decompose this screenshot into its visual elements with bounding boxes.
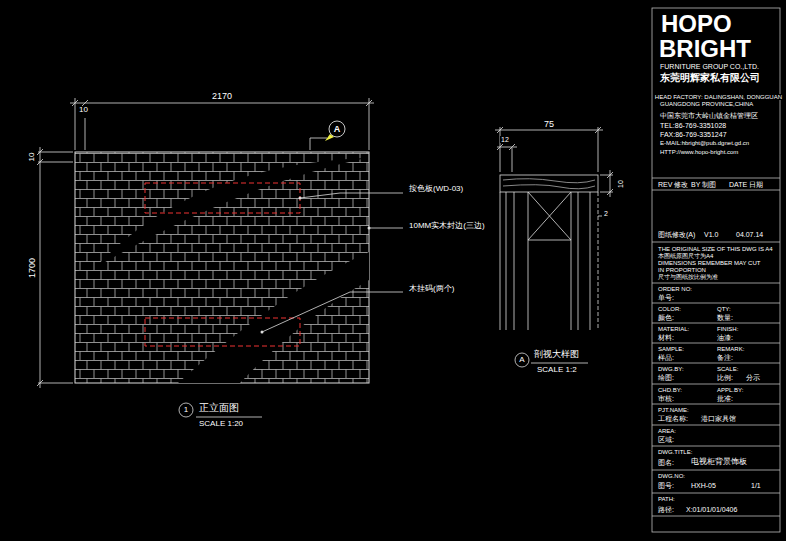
- view-scale: SCALE 1:2: [536, 366, 578, 374]
- field-label: 图号:: [657, 482, 675, 489]
- note: DIMENSIONS REMEMBER MAY CUT: [657, 260, 761, 266]
- dimension: 12: [500, 136, 510, 143]
- field-label: 材料:: [657, 334, 675, 341]
- contact: FAX:86-769-3351247: [659, 131, 728, 138]
- contact: HTTP://www.hopo-bright.com: [659, 149, 739, 155]
- field-label: 图名:: [657, 459, 675, 466]
- note: 本图纸原图尺寸为A4: [657, 253, 714, 259]
- dimension: 1700: [28, 257, 37, 279]
- section-detail: [495, 127, 613, 330]
- view-number: 1: [183, 406, 189, 414]
- note: THE ORIGINAL SIZE OF THIS DWG IS A4: [657, 246, 774, 252]
- leader-lines: [262, 193, 403, 332]
- field-label: 批准:: [716, 395, 734, 402]
- note: IN PROPORTION: [657, 267, 707, 273]
- revision-cell: 04.07.14: [735, 231, 764, 238]
- field-label: ORDER NO:: [657, 286, 693, 292]
- field-label: 区域:: [657, 436, 675, 443]
- part-label: 按色板(WD-03): [408, 185, 464, 193]
- field-value: 1/1: [750, 482, 762, 489]
- dimension: 2: [603, 210, 609, 217]
- note: 尺寸与图纸按比例为准: [657, 274, 719, 280]
- field-label: COLOR:: [657, 306, 682, 312]
- view-title: 剖视大样图: [533, 350, 580, 359]
- field-label: PJT.NAME:: [657, 407, 690, 413]
- table-header: REV 修改: [657, 181, 689, 188]
- front-elevation: [75, 152, 369, 383]
- field-label: 数量:: [716, 314, 734, 321]
- field-label: APPL.BY:: [716, 387, 744, 393]
- field-label: 工程名称:: [657, 415, 689, 422]
- company-logo: BRIGHT: [658, 37, 752, 61]
- field-label: 样品:: [657, 354, 675, 361]
- field-label: SAMPLE:: [657, 346, 685, 352]
- leader-dots: [261, 197, 371, 334]
- address: GUANGDONG PROVINCE,CHINA: [659, 101, 754, 107]
- field-label: AREA:: [657, 428, 677, 434]
- revision-cell: V1.0: [703, 231, 719, 238]
- table-header: DATE 日期: [728, 181, 764, 188]
- dimension: 10: [78, 106, 89, 114]
- revision-cell: 图纸修改(A): [657, 231, 696, 238]
- field-value: X:01/01/01/0406: [685, 506, 738, 513]
- field-label: FINISH:: [716, 326, 739, 332]
- field-label: REMARK:: [716, 346, 745, 352]
- field-value: 电视柜背景饰板: [690, 458, 748, 466]
- field-value: HXH-05: [690, 482, 717, 489]
- field-label: DWG.NO:: [657, 473, 686, 479]
- company-name: FURNITURE GROUP CO.,LTD.: [659, 63, 760, 70]
- table-header: BY 制图: [690, 181, 717, 188]
- field-label: 审核:: [657, 395, 675, 402]
- field-value: 分示: [745, 374, 761, 381]
- field-label: PATH:: [657, 496, 676, 502]
- callout-letter: A: [518, 356, 525, 364]
- view-scale: SCALE 1:20: [198, 420, 244, 428]
- field-label: 单号:: [657, 294, 675, 301]
- field-label: DWG.BY:: [657, 366, 685, 372]
- field-label: MATERIAL:: [657, 326, 690, 332]
- company-logo: HOPO: [660, 12, 733, 36]
- view-title-symbol: [179, 353, 588, 417]
- address: HEAD FACTORY: DALINGSHAN, DONGGUAN: [654, 94, 783, 100]
- address: 中国东莞市大岭山镇金桔管理区: [659, 112, 759, 119]
- dimension: 2170: [211, 92, 233, 101]
- section-callout: [310, 121, 345, 150]
- dimension: 75: [543, 120, 555, 129]
- dimension: 10: [617, 179, 624, 189]
- part-label: 木挂码(两个): [408, 285, 455, 293]
- field-label: SCALE:: [716, 366, 739, 372]
- field-label: CHD.BY:: [657, 387, 683, 393]
- part-label: 10MM实木封边(三边): [408, 222, 486, 230]
- field-label: 绘图:: [657, 374, 675, 381]
- field-label: 路径:: [657, 506, 675, 513]
- view-title: 正立面图: [198, 403, 240, 413]
- field-label: DWG.TITLE:: [657, 449, 693, 455]
- dimension: 10: [28, 152, 36, 163]
- field-label: QTY:: [716, 306, 732, 312]
- callout-letter: A: [333, 125, 342, 134]
- field-value: 港口家具馆: [700, 415, 737, 422]
- contact: TEL:86-769-3351028: [659, 122, 727, 129]
- contact: E-MAIL:hbright@pub.dgnet.gd.cn: [659, 140, 750, 146]
- title-block-grid: [652, 8, 780, 532]
- field-label: 油漆:: [716, 334, 734, 341]
- field-label: 比例:: [716, 374, 734, 381]
- company-name: 东莞明辉家私有限公司: [659, 73, 761, 83]
- field-label: 颜色:: [657, 314, 675, 321]
- field-label: 备注:: [716, 354, 734, 361]
- dimension-lines: [37, 98, 374, 388]
